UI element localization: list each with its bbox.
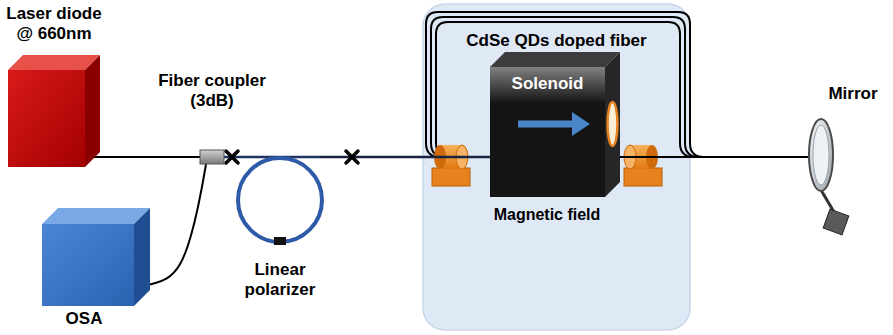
fiber-holder (624, 145, 662, 186)
optical-fiber (620, 156, 808, 158)
node-label: Fiber coupler (3dB) (152, 71, 272, 110)
mirror-stand (821, 190, 849, 235)
solenoid-band (490, 67, 605, 103)
linear-polarizer: Linear polarizer (240, 150, 320, 250)
splice-mark (346, 151, 358, 163)
box-side (85, 55, 100, 167)
coupler-body (200, 150, 224, 164)
laser-diode-outline (8, 55, 100, 167)
node-label: Laser diode @ 660nm (0, 4, 108, 43)
solenoid: Solenoid (490, 52, 620, 197)
loop-clamp (274, 237, 286, 245)
node-label: Solenoid (492, 74, 603, 94)
mirror: Mirror (808, 118, 834, 192)
mirror-face (813, 125, 829, 185)
fiber-loop (238, 158, 322, 242)
qd-fiber-region: CdSe QDs doped fiberSolenoid (423, 4, 690, 330)
field-arrow (518, 121, 574, 128)
fiber-coupler: Fiber coupler (3dB) (200, 150, 224, 164)
box-front (490, 67, 605, 197)
optical-fiber (150, 164, 206, 284)
linear-polarizer-outline (240, 150, 320, 250)
fiber-holder (432, 145, 470, 186)
mirror-disk (809, 119, 833, 191)
osa-box: OSA (42, 208, 150, 306)
node-label: Linear polarizer (230, 260, 330, 299)
box-top (490, 52, 620, 67)
osa-box-outline (42, 208, 150, 306)
region-fill (423, 4, 690, 330)
box-side (605, 52, 620, 197)
box-top (42, 208, 150, 224)
mirror-outline (808, 118, 834, 192)
box-front (42, 224, 134, 306)
laser-diode: Laser diode @ 660nm (8, 55, 100, 167)
fiber-coupler-outline (200, 150, 224, 164)
solenoid-outline (490, 52, 620, 197)
node-label: OSA (38, 309, 130, 329)
node-label: Mirror (820, 84, 886, 104)
box-front (8, 70, 85, 167)
region-ground (423, 4, 690, 330)
optical-fiber (91, 156, 200, 158)
solenoid-bore (608, 102, 618, 146)
box-top (8, 55, 100, 70)
field-arrowhead (572, 112, 590, 136)
node-label: CdSe QDs doped fiber (423, 31, 690, 51)
box-side (134, 208, 150, 306)
optical-fiber (320, 156, 490, 159)
splice-mark (226, 151, 238, 163)
field-label: Magnetic field (467, 206, 627, 224)
